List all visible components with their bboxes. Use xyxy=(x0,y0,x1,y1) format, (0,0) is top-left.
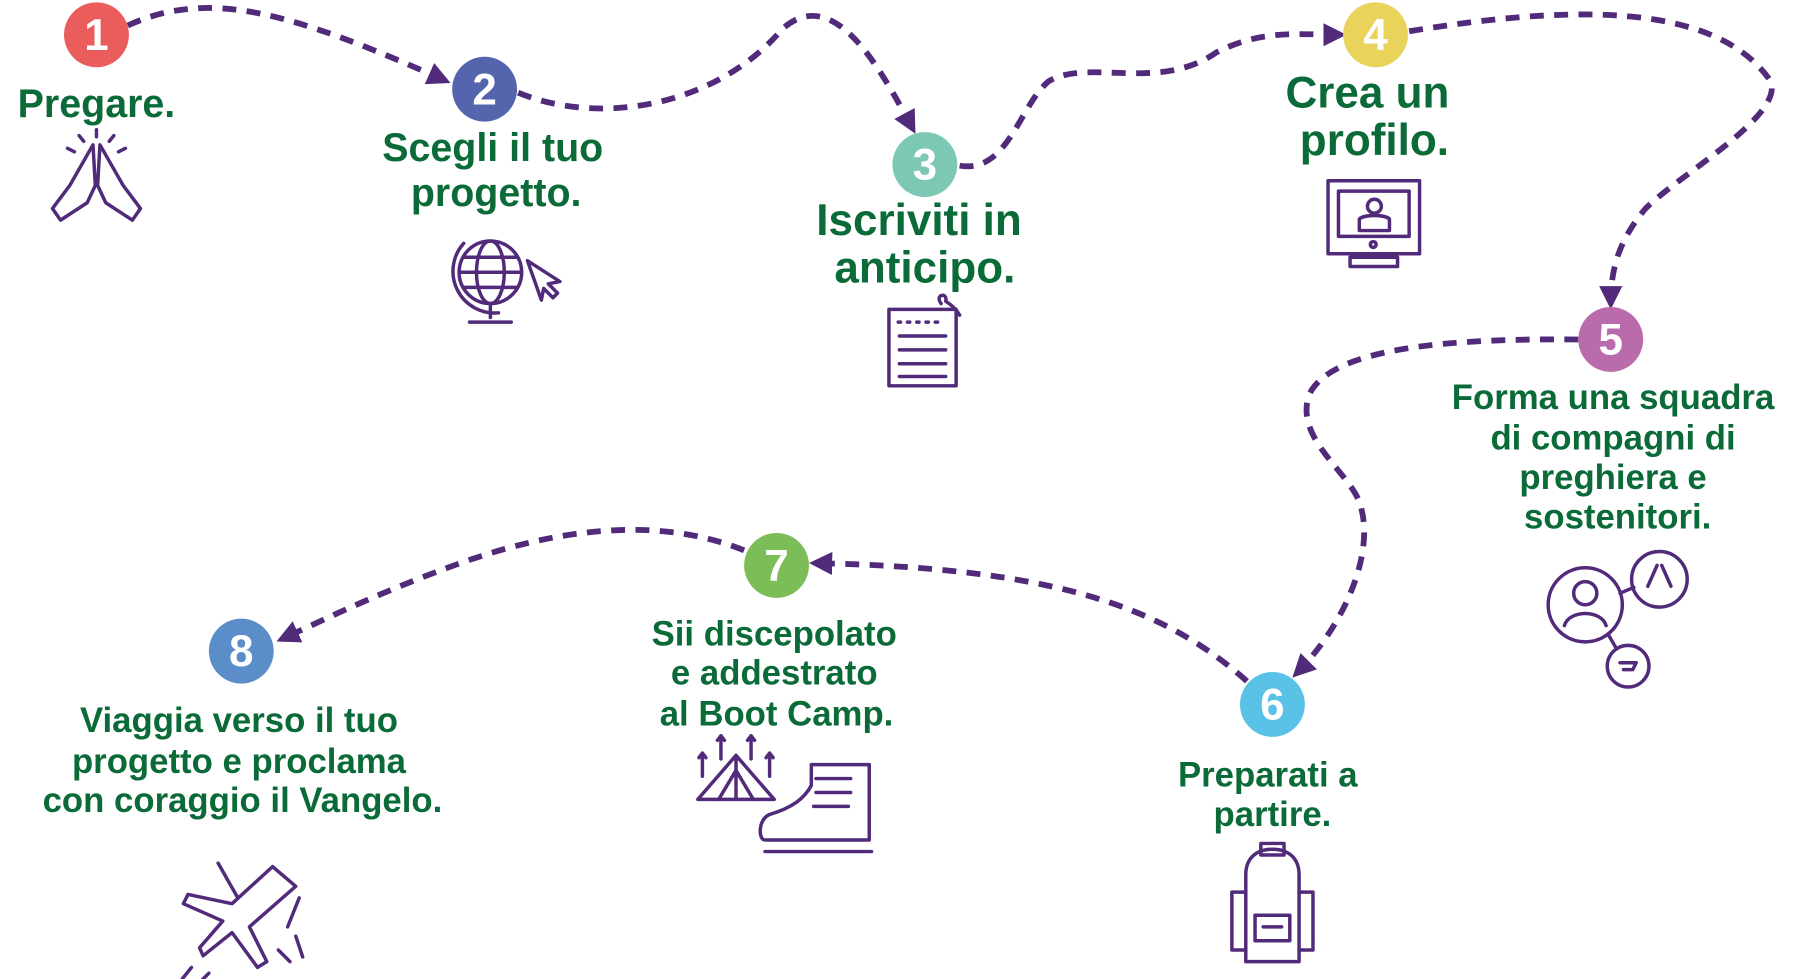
step-6: 6 Preparati a partire. xyxy=(1178,671,1358,964)
path-2-3 xyxy=(517,13,916,134)
step-label: al Boot Camp. xyxy=(660,695,894,733)
network-people-icon xyxy=(1546,549,1689,689)
step-number: 5 xyxy=(1598,316,1622,365)
step-label: Sii discepolato xyxy=(652,615,897,653)
path-6-7 xyxy=(808,551,1249,684)
step-4: 4 Crea un profilo. xyxy=(1285,2,1449,269)
step-label: preghiera e xyxy=(1519,459,1706,497)
step-label: Forma una squadra xyxy=(1452,379,1775,417)
step-7: 7 Sii discepolato e addestrato al Boot C… xyxy=(652,532,897,854)
step-number: 3 xyxy=(913,141,937,190)
step-badge xyxy=(64,2,129,68)
monitor-profile-icon xyxy=(1326,179,1422,269)
step-badge xyxy=(1239,671,1305,737)
step-number: 8 xyxy=(229,627,253,676)
step-badge xyxy=(892,132,958,197)
step-1: 1 Pregare. xyxy=(18,2,176,222)
tent-boot-icon xyxy=(696,733,874,854)
step-2: 2 Scegli il tuo progetto. xyxy=(382,56,603,324)
praying-hands-icon xyxy=(50,128,143,222)
step-number: 6 xyxy=(1260,680,1284,729)
step-label: Pregare. xyxy=(18,82,176,126)
step-8: 8 Viaggia verso il tuo progetto e procla… xyxy=(43,618,443,979)
path-3-4 xyxy=(959,23,1347,170)
step-badge xyxy=(1578,307,1644,372)
step-label: di compagni di xyxy=(1490,420,1735,458)
step-label: progetto. xyxy=(411,171,582,215)
path-7-8 xyxy=(276,526,746,643)
step-label: anticipo. xyxy=(834,244,1015,293)
step-5: 5 Forma una squadra di compagni di pregh… xyxy=(1452,307,1775,689)
step-label: profilo. xyxy=(1300,116,1449,165)
path-4-5 xyxy=(1408,11,1775,310)
step-number: 1 xyxy=(84,11,108,60)
step-label: Preparati a xyxy=(1178,757,1358,795)
step-badge xyxy=(1343,2,1408,68)
notepad-icon xyxy=(887,293,962,388)
step-label: sostenitori. xyxy=(1524,498,1711,536)
step-label: Crea un xyxy=(1285,69,1449,118)
step-badge xyxy=(452,56,518,122)
step-number: 4 xyxy=(1363,11,1388,60)
step-label: Scegli il tuo xyxy=(382,126,603,170)
airplane-icon xyxy=(180,861,305,979)
path-1-2 xyxy=(126,5,451,85)
step-label: con coraggio il Vangelo. xyxy=(43,782,443,820)
step-number: 2 xyxy=(472,65,496,114)
path-5-6 xyxy=(1292,336,1579,678)
step-badge xyxy=(744,532,809,598)
backpack-icon xyxy=(1230,841,1315,964)
step-label: partire. xyxy=(1214,796,1332,834)
dashed-path xyxy=(126,5,1775,684)
step-label: progetto e proclama xyxy=(72,743,407,781)
globe-cursor-icon xyxy=(451,239,562,324)
step-label: Viaggia verso il tuo xyxy=(80,702,398,740)
step-number: 7 xyxy=(764,541,788,590)
step-3: 3 Iscriviti in anticipo. xyxy=(816,132,1022,388)
step-label: e addestrato xyxy=(671,655,878,693)
step-badge xyxy=(208,618,274,684)
step-label: Iscriviti in xyxy=(816,196,1022,245)
